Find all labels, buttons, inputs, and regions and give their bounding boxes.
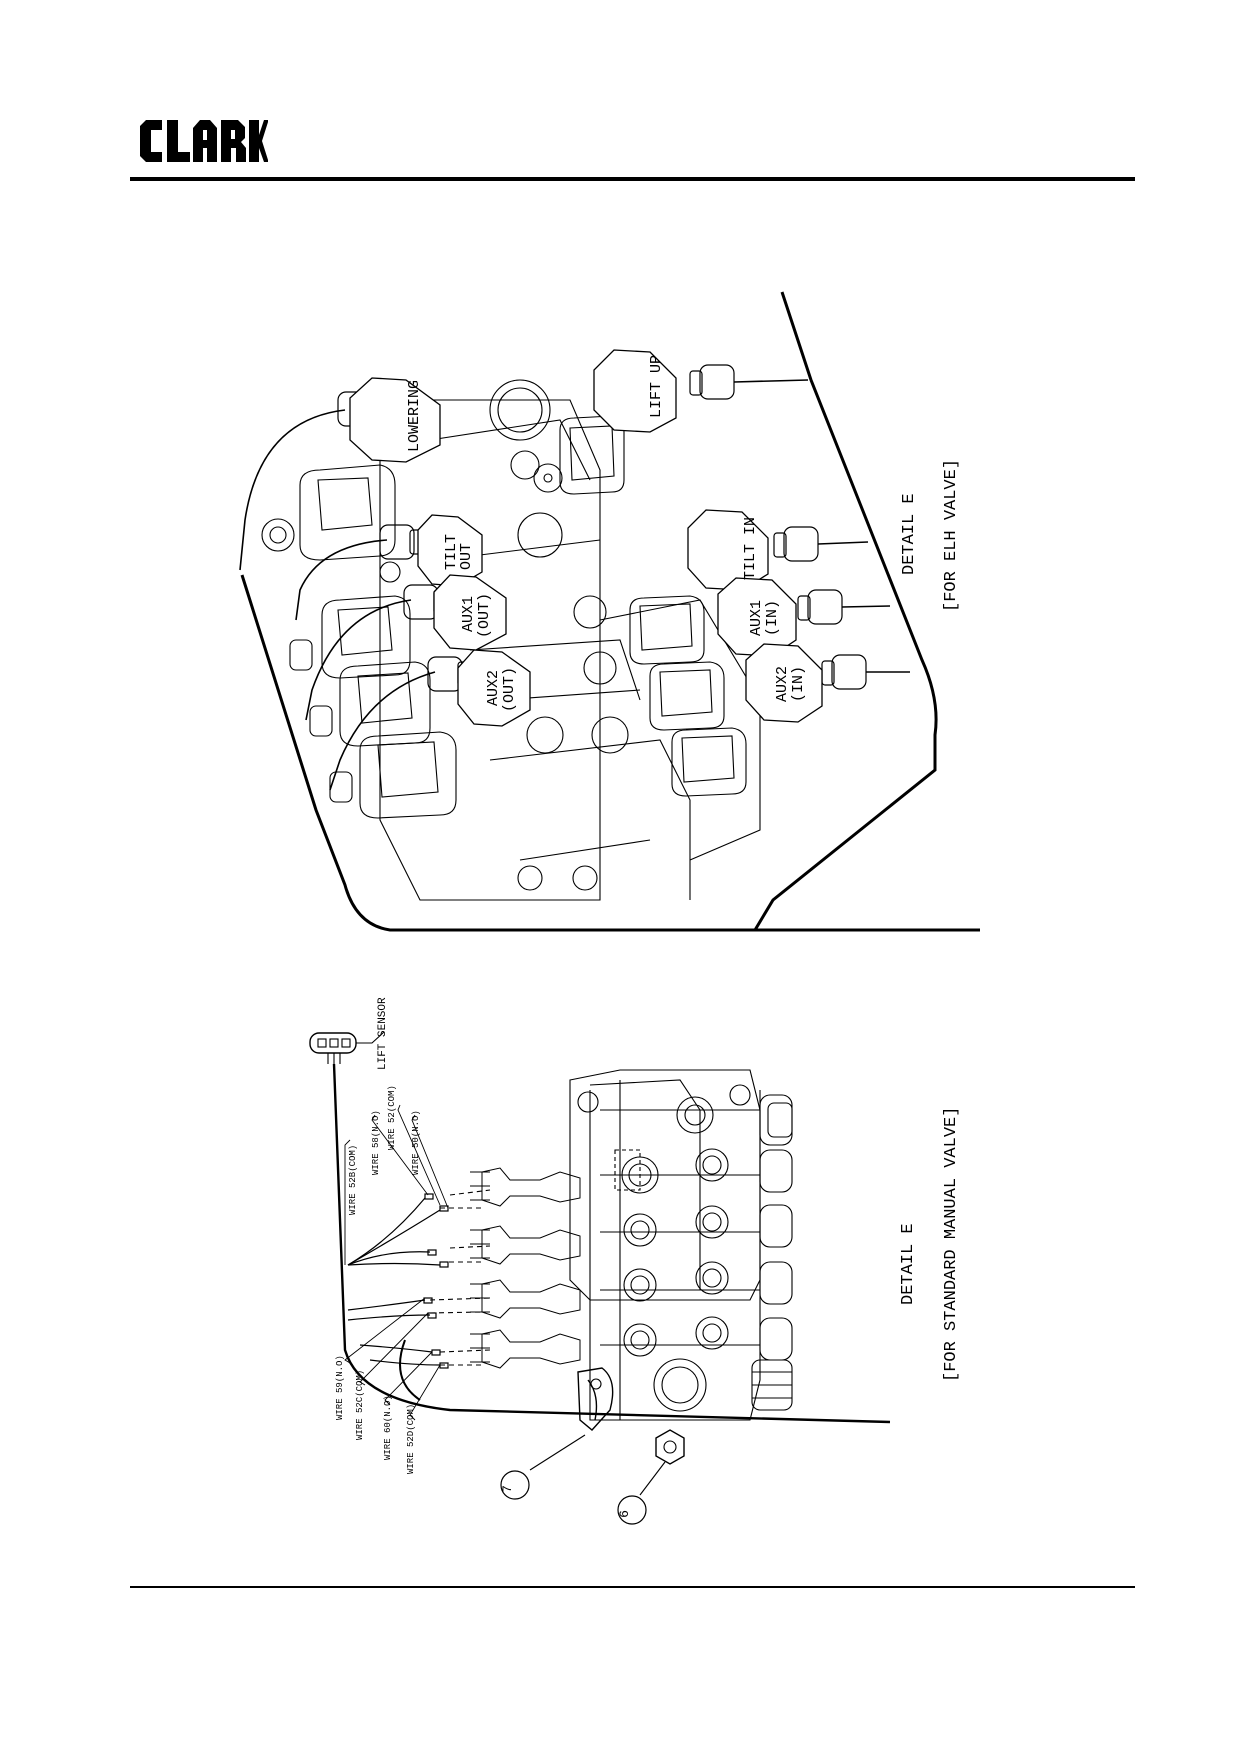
elh-detail-subtitle: [FOR ELH VALVE] <box>942 459 961 612</box>
label-aux2-in-2: (IN) <box>790 666 807 702</box>
lift-sensor-label: LIFT SENSOR <box>377 997 389 1070</box>
wire-label-52c: WIRE 52C(COM) <box>355 1370 365 1440</box>
tag-aux2-out <box>457 649 531 727</box>
elh-detail-title: DETAIL E <box>900 493 919 575</box>
tag-lift-up <box>593 349 677 433</box>
label-aux1-out-1: AUX1 <box>460 596 477 632</box>
wire-label-52b: WIRE 52B(COM) <box>348 1145 358 1215</box>
label-tilt-out-1: TILT <box>443 534 460 570</box>
label-tilt-out-2: OUT <box>458 543 475 570</box>
callout-7 <box>500 1470 530 1500</box>
label-aux2-out-2: (OUT) <box>501 667 518 712</box>
manual-valve-detail <box>309 1031 891 1496</box>
wire-label-50: WIRE 50(N.O) <box>411 1110 421 1175</box>
wire-label-60: WIRE 60(N.O) <box>383 1395 393 1460</box>
label-lift-up: LIFT UP <box>648 355 665 418</box>
label-aux1-out-2: (OUT) <box>476 593 493 638</box>
tag-lowering <box>349 377 441 463</box>
wire-label-59: WIRE 59(N.O) <box>335 1355 345 1420</box>
manual-detail-title: DETAIL E <box>899 1223 918 1305</box>
wire-label-52d: WIRE 52D(COM) <box>406 1404 416 1474</box>
callout-7-text: 7 <box>500 1485 515 1493</box>
wire-label-58: WIRE 58(N.O) <box>371 1110 381 1175</box>
wire-label-52: WIRE 52(COM) <box>387 1085 397 1150</box>
callout-6 <box>617 1495 647 1525</box>
label-lowering: LOWERING <box>406 380 423 452</box>
elh-valve-detail <box>239 291 980 932</box>
label-tilt-in: TILT IN <box>742 517 759 580</box>
label-aux1-in-1: AUX1 <box>748 600 765 636</box>
header-rule <box>130 177 1135 181</box>
clark-logo <box>140 120 268 162</box>
label-aux1-in-2: (IN) <box>764 600 781 636</box>
tag-aux2-in <box>745 643 823 723</box>
manual-detail-subtitle: [FOR STANDARD MANUAL VALVE] <box>942 1107 961 1382</box>
label-aux2-out-1: AUX2 <box>485 670 502 706</box>
callout-6-text: 6 <box>617 1510 632 1518</box>
label-aux2-in-1: AUX2 <box>774 666 791 702</box>
footer-rule <box>130 1586 1135 1588</box>
